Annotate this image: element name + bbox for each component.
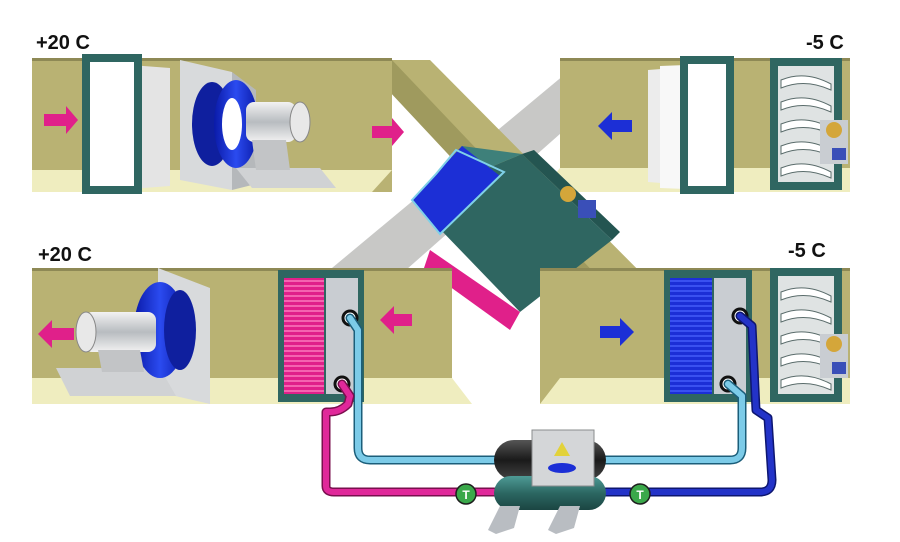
temperature-sensor-right: T xyxy=(629,483,651,505)
arrow-warm-icon xyxy=(372,118,404,146)
exhaust-temp-label: +20 C xyxy=(38,244,92,266)
supply-in-temp-label: +20 C xyxy=(36,32,90,54)
louver-blade xyxy=(780,309,832,325)
pipe-cold-dark xyxy=(585,311,777,497)
louver-blade xyxy=(780,375,832,391)
sensor-right-label: T xyxy=(636,488,644,502)
outdoor-in-temp-label: -5 C xyxy=(806,32,844,54)
coil-bottom-right xyxy=(664,270,752,402)
arrow-warm-icon xyxy=(38,320,74,348)
arrow-cold-icon xyxy=(600,318,634,346)
arrow-warm-icon xyxy=(44,106,78,134)
damper-top-right xyxy=(770,58,848,190)
coil-bottom-left xyxy=(278,270,364,402)
heat-pump-unit xyxy=(488,429,606,534)
damper-bottom-right xyxy=(770,268,848,402)
louver-blade xyxy=(780,75,832,91)
fan-top-left xyxy=(180,60,336,190)
outdoor-out-temp-label: -5 C xyxy=(788,240,826,262)
louver-blade xyxy=(780,287,832,303)
fan-bottom-left xyxy=(56,268,210,404)
arrow-cold-icon xyxy=(598,112,632,140)
filter-top-right xyxy=(648,56,734,194)
louver-blade xyxy=(780,97,832,113)
filter-top-left xyxy=(82,54,170,194)
louver-blade xyxy=(780,163,832,179)
sensor-left-label: T xyxy=(462,488,470,502)
arrow-warm-icon xyxy=(380,306,412,334)
temperature-sensor-left: T xyxy=(455,483,477,505)
pipe-warm xyxy=(321,379,525,497)
